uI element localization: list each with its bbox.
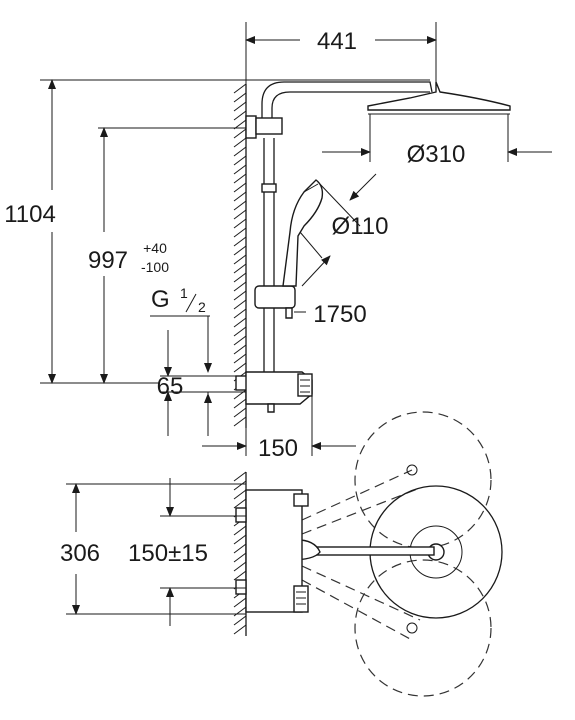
thread-denominator: 2 — [198, 299, 206, 315]
wall-hatch-line — [233, 92, 247, 103]
wall-hatch-line — [233, 389, 247, 400]
projection-dimension: 150 — [202, 396, 356, 462]
total-width-label: 306 — [60, 540, 100, 567]
wall-hatch-line — [233, 570, 247, 581]
overall-height-label: 1104 — [4, 201, 56, 228]
projection-label: 150 — [258, 435, 298, 462]
wall-hatch-line — [233, 164, 247, 175]
wall-hatch-line — [233, 407, 247, 418]
hand-diameter-dimension: Ø110 — [299, 173, 389, 287]
wall-hatch-line — [233, 128, 247, 139]
wall-hatch-line — [233, 308, 247, 319]
head-diameter-dimension: Ø310 — [322, 114, 552, 168]
hand-shower — [282, 179, 324, 287]
arm-length-label: 441 — [317, 28, 357, 55]
wall-hatch-line — [233, 191, 247, 202]
total-width-dimension: 306 — [60, 483, 246, 615]
shower-head — [367, 81, 511, 111]
thread-label: G — [151, 286, 170, 313]
inlet-distance-label: 150±15 — [128, 540, 208, 567]
wall-hatch-line — [233, 245, 247, 256]
wall-hatch-line — [233, 398, 247, 409]
rail-height-label: 1750 — [313, 301, 366, 328]
wall-hatch-line — [233, 83, 247, 94]
wall-hatch-line — [233, 101, 247, 112]
top-view: 306 150±15 — [60, 411, 503, 697]
mid-height-tol-plus: +40 — [143, 240, 167, 256]
thread-callout: G 1 2 — [150, 285, 212, 373]
overall-height-dimension: 1104 — [4, 79, 430, 384]
wall-hatch-line — [233, 299, 247, 310]
wall-hatch-line — [233, 471, 247, 482]
hand-diameter-label: Ø110 — [332, 213, 389, 240]
thread-numerator: 1 — [180, 285, 188, 301]
slider — [254, 285, 296, 309]
wall-hatch-line — [233, 353, 247, 364]
wall-hatch-line — [233, 489, 247, 500]
rail-height-dimension: 1750 — [294, 301, 367, 328]
wall-hatch-line — [233, 200, 247, 211]
wall-hatch-line — [233, 290, 247, 301]
swing-circle-lower — [354, 559, 492, 697]
side-view: 441 1104 997 +40 -100 — [4, 22, 552, 462]
mid-height-label: 997 — [88, 247, 128, 274]
wall-hatch-line — [233, 606, 247, 617]
wall-hatch-line — [233, 480, 247, 491]
thermostat-handle — [297, 373, 313, 397]
mid-height-dimension: 997 +40 -100 — [88, 127, 250, 384]
wall-hatch-line — [233, 552, 247, 563]
wall-hatch-line — [233, 561, 247, 572]
shower-arm — [261, 81, 511, 132]
wall-hatch-line — [233, 335, 247, 346]
wall-hatch-line — [233, 263, 247, 274]
upper-wall-bracket — [245, 115, 257, 139]
upper-clamp — [255, 117, 283, 135]
wall-hatch-line — [233, 137, 247, 148]
wall-hatch-line — [233, 209, 247, 220]
wall-hatch-line — [233, 615, 247, 626]
wall-hatch-line — [233, 254, 247, 265]
wall-hatch-line — [233, 597, 247, 608]
wall-hatch-line — [233, 281, 247, 292]
wall-hatch-line — [233, 227, 247, 238]
wall-hatch-line — [233, 218, 247, 229]
wall-hatch-line — [233, 317, 247, 328]
wall-hatch-line — [233, 110, 247, 121]
wall-hatch-line — [233, 146, 247, 157]
swing-circle-upper — [354, 411, 492, 549]
wall-hatch-line — [233, 272, 247, 283]
inlet-spacing-dimension: 65 — [157, 330, 246, 436]
thermostat-top — [245, 489, 303, 613]
wall-hatch-line — [233, 362, 247, 373]
wall-hatch-line — [233, 326, 247, 337]
inlet-distance-dimension: 150±15 — [128, 478, 246, 626]
wall-hatch-line — [233, 182, 247, 193]
wall-hatch-line — [233, 155, 247, 166]
mid-height-tol-minus: -100 — [141, 259, 169, 275]
wall-hatch-line — [233, 624, 247, 635]
head-diameter-label: Ø310 — [407, 141, 466, 168]
wall-hatch-line — [233, 416, 247, 427]
wall-hatch-line — [233, 543, 247, 554]
wall-hatch-line — [233, 173, 247, 184]
arm-length-dimension: 441 — [245, 22, 437, 84]
riser-rail — [245, 115, 296, 372]
wall-hatch-line — [233, 236, 247, 247]
wall-hatch-line — [233, 344, 247, 355]
thermostat-side — [235, 371, 313, 413]
wall-hatch-line — [233, 525, 247, 536]
wall-hatch-line — [233, 498, 247, 509]
inlet-spacing-label: 65 — [157, 373, 184, 400]
wall-hatch-line — [233, 534, 247, 545]
